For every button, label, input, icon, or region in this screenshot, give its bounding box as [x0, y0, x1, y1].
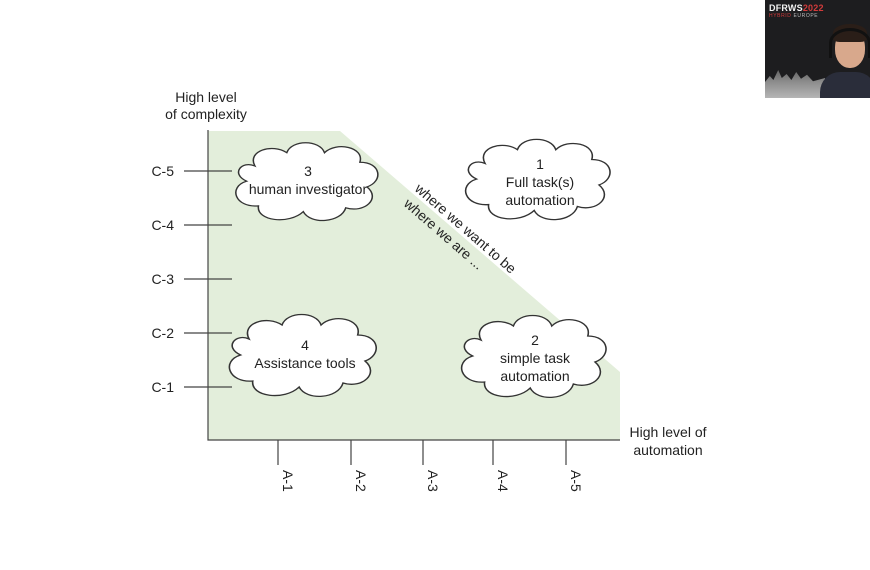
- y-ticks: C-5 C-4 C-3 C-2 C-1: [151, 163, 232, 395]
- cloud-number: 4: [301, 337, 309, 353]
- x-axis-title-line1: High level of: [629, 424, 706, 440]
- cloud-text: automation: [505, 192, 574, 208]
- x-tick-label: A-3: [425, 470, 441, 492]
- y-axis-title-line2: of complexity: [165, 106, 247, 122]
- axes: [207, 130, 620, 441]
- x-tick-label: A-1: [280, 470, 296, 492]
- speaker-body: [820, 72, 870, 98]
- cloud-number: 3: [304, 163, 312, 179]
- subtitle-a: HYBRID: [769, 13, 792, 19]
- conference-subtitle: HYBRID EUROPE: [769, 13, 818, 19]
- y-tick-label: C-2: [151, 325, 174, 341]
- y-tick-label: C-3: [151, 271, 174, 287]
- speaker-webcam: DFRWS2022 HYBRID EUROPE: [765, 0, 870, 98]
- cloud-number: 1: [536, 156, 544, 172]
- cloud-text: Assistance tools: [254, 355, 355, 371]
- city-skyline-graphic: [765, 70, 825, 98]
- x-axis-title-line2: automation: [633, 442, 702, 458]
- x-ticks: A-1 A-2 A-3 A-4 A-5: [277, 440, 584, 492]
- subtitle-b: EUROPE: [793, 13, 819, 19]
- conference-logo: DFRWS2022: [769, 3, 824, 13]
- logo-year: 2022: [802, 3, 824, 13]
- cloud-text: simple task: [500, 350, 571, 366]
- headset-icon: [829, 28, 870, 58]
- y-axis-title-line1: High level: [175, 89, 236, 105]
- x-tick-label: A-2: [353, 470, 369, 492]
- cloud-text: automation: [500, 368, 569, 384]
- cloud-text: Full task(s): [506, 174, 574, 190]
- y-tick-label: C-1: [151, 379, 174, 395]
- cloud-number: 2: [531, 332, 539, 348]
- x-tick-label: A-4: [495, 470, 511, 492]
- x-tick-label: A-5: [568, 470, 584, 492]
- y-tick-label: C-5: [151, 163, 174, 179]
- cloud-text: human investigator: [249, 181, 368, 197]
- logo-text: DFRWS: [769, 3, 803, 13]
- y-tick-label: C-4: [151, 217, 174, 233]
